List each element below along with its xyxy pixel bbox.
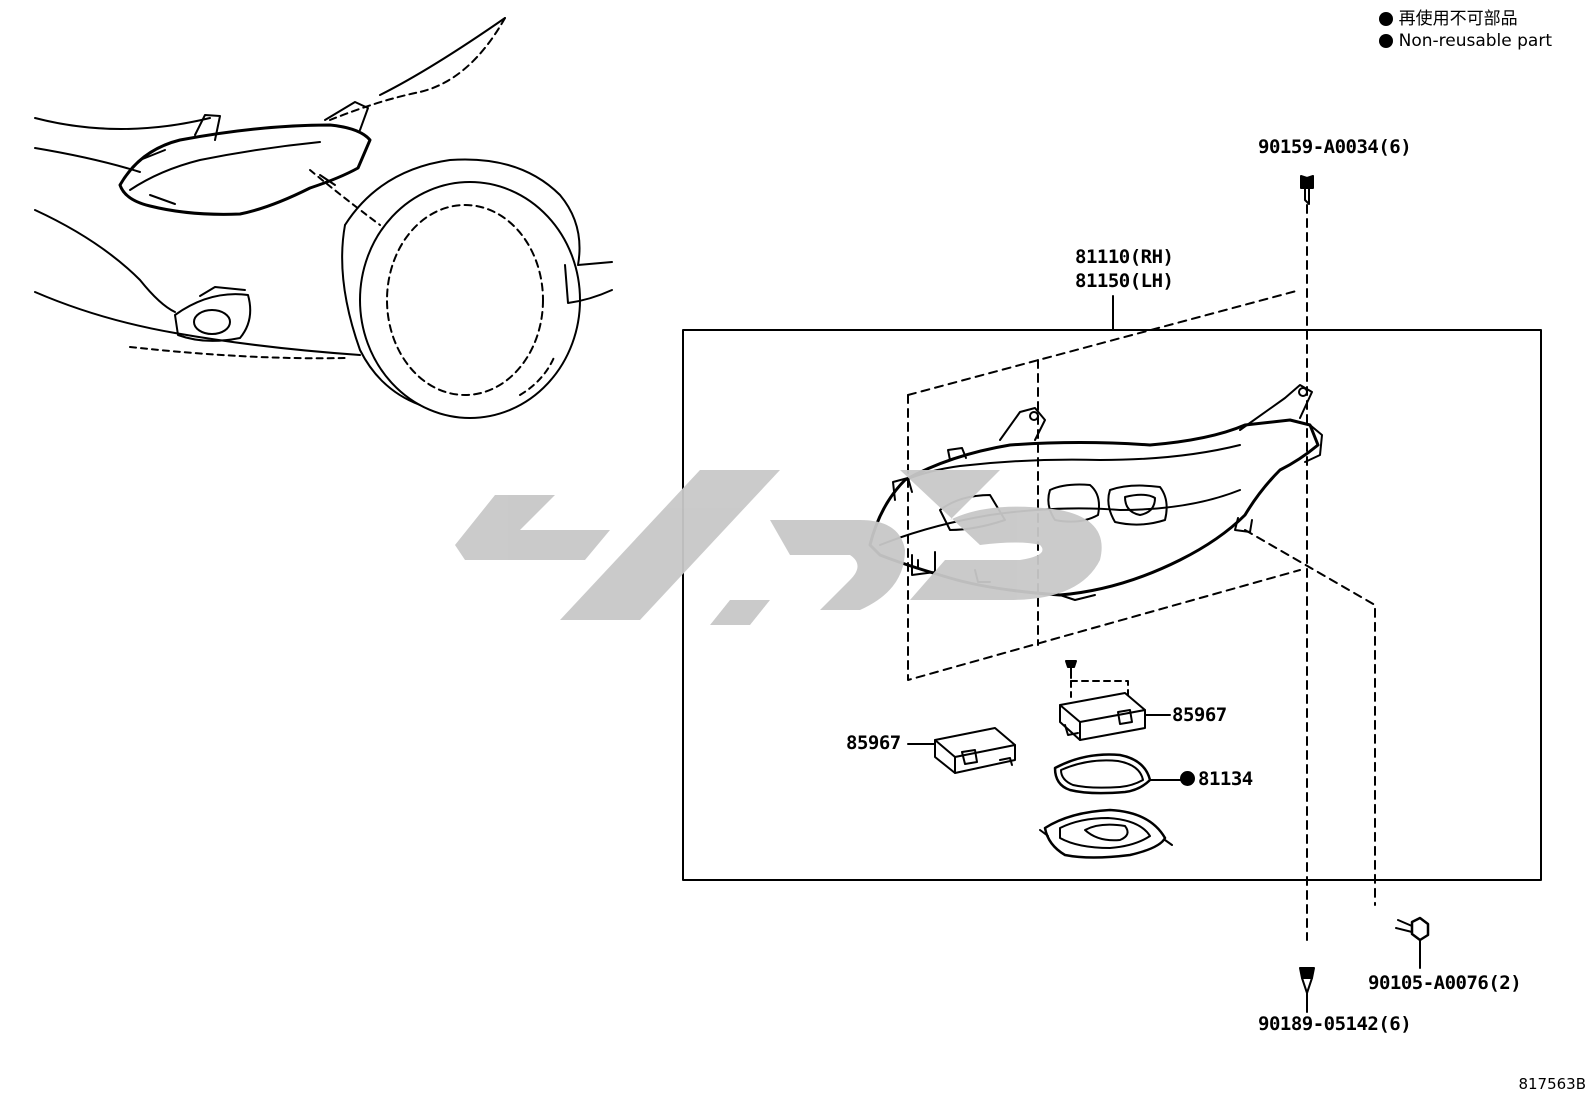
computer-module-left-illustration	[907, 727, 1016, 774]
part-label-computer-right[interactable]: 85967	[1172, 704, 1227, 726]
legend: 再使用不可部品 Non-reusable part	[1378, 8, 1552, 52]
gasket-illustration	[1053, 753, 1181, 795]
part-label-computer-left[interactable]: 85967	[846, 732, 901, 754]
bolt-icon	[1395, 916, 1430, 969]
assembly-frame	[682, 329, 1542, 881]
screw-small-icon	[1065, 660, 1129, 698]
headlamp-assembly-illustration	[868, 289, 1376, 906]
legend-jp-text: 再使用不可部品	[1398, 9, 1518, 29]
legend-row-jp: 再使用不可部品	[1378, 8, 1552, 30]
non-reusable-icon	[1180, 771, 1195, 786]
clip-icon	[1299, 967, 1315, 1013]
legend-en-text: Non-reusable part	[1398, 31, 1552, 51]
bullet-icon	[1378, 34, 1393, 48]
part-label-gasket-text: 81134	[1198, 768, 1253, 790]
part-label-gasket[interactable]: 81134	[1180, 770, 1253, 789]
legend-row-en: Non-reusable part	[1378, 30, 1552, 52]
part-label-headlamp-lh[interactable]: 81150(LH)	[1075, 270, 1174, 292]
part-label-clip-bottom[interactable]: 90189-05142(6)	[1258, 1013, 1412, 1035]
part-label-headlamp-rh[interactable]: 81110(RH)	[1075, 246, 1174, 268]
cover-illustration	[1039, 808, 1173, 859]
diagram-code: 817563B	[1518, 1075, 1586, 1093]
bullet-icon	[1378, 12, 1393, 26]
part-label-bolt-right[interactable]: 90105-A0076(2)	[1368, 972, 1522, 994]
screw-icon	[1300, 175, 1314, 205]
part-label-screw-top[interactable]: 90159-A0034(6)	[1258, 136, 1412, 158]
computer-module-right-illustration	[1059, 692, 1171, 741]
watermark	[455, 470, 1102, 625]
car-front-illustration	[34, 17, 613, 419]
